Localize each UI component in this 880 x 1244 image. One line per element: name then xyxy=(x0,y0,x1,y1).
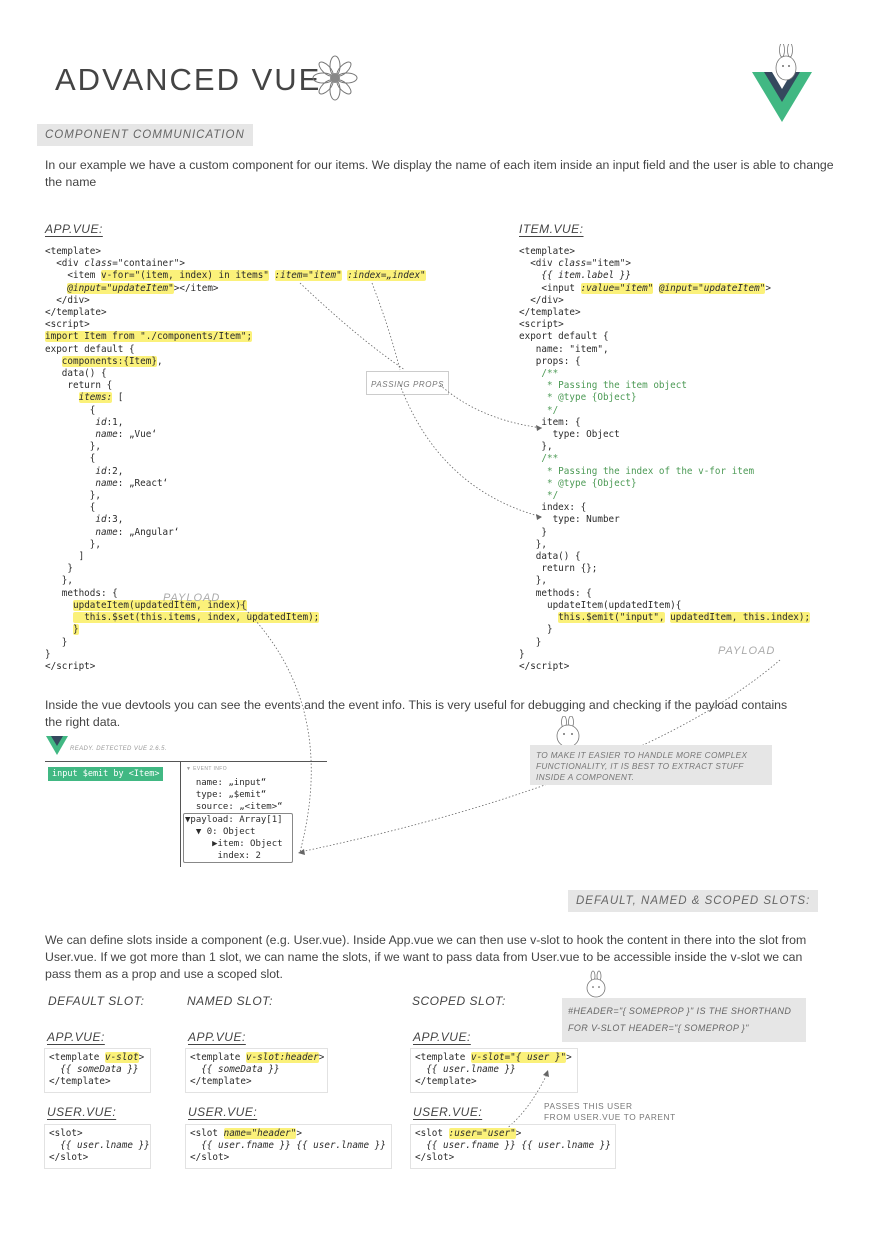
event-info-details: name: „input“ type: „$emit“ source: „<it… xyxy=(185,778,283,862)
item-vue-label: ITEM.VUE: xyxy=(519,222,584,236)
shorthand-note: #HEADER="{ SOMEPROP }" IS THE SHORTHAND … xyxy=(562,998,806,1042)
default-slot-user-code: <slot> {{ user.lname }} </slot> xyxy=(44,1124,151,1169)
scoped-slot-user-code: <slot :user="user"> {{ user.fname }} {{ … xyxy=(410,1124,616,1169)
event-badge[interactable]: input $emit by <Item> xyxy=(48,767,164,781)
note-box: TO MAKE IT EASIER TO HANDLE MORE COMPLEX… xyxy=(530,745,772,785)
scoped-slot-app-code: <template v-slot="{ user }"> {{ user.lna… xyxy=(410,1048,578,1093)
scoped-slot-heading: SCOPED SLOT: xyxy=(412,994,506,1008)
scoped-slot-user-label: USER.VUE: xyxy=(413,1105,483,1119)
slots-paragraph: We can define slots inside a component (… xyxy=(45,933,807,981)
flower-icon xyxy=(312,55,358,101)
named-slot-app-label: APP.VUE: xyxy=(188,1030,246,1044)
event-info-highlight-box xyxy=(183,813,293,863)
default-slot-app-code: <template v-slot> {{ someData }} </templ… xyxy=(44,1048,151,1093)
devtools-vertical-divider xyxy=(180,762,181,867)
default-slot-app-label: APP.VUE: xyxy=(47,1030,105,1044)
vue-devtools-logo-icon xyxy=(46,736,68,755)
bunny-icon xyxy=(556,716,580,748)
app-vue-code: <template> <div class="container"> <item… xyxy=(45,246,426,672)
bunny-small-icon xyxy=(586,970,606,998)
event-info-title: ▼ EVENT INFO xyxy=(186,766,228,772)
default-slot-user-label: USER.VUE: xyxy=(47,1105,117,1119)
app-vue-label: APP.VUE: xyxy=(45,222,103,236)
section-banner-component-communication: COMPONENT COMMUNICATION xyxy=(37,124,253,146)
intro-paragraph: In our example we have a custom componen… xyxy=(45,158,834,189)
item-vue-code: <template> <div class="item"> {{ item.la… xyxy=(519,246,811,672)
passes-user-note: PASSES THIS USER FROM USER.VUE TO PARENT xyxy=(544,1101,676,1122)
payload-label-right: PAYLOAD xyxy=(718,645,776,657)
passing-props-label: PASSING PROPS xyxy=(366,371,450,395)
devtools-divider xyxy=(45,761,327,762)
named-slot-heading: NAMED SLOT: xyxy=(187,994,273,1008)
page-title: ADVANCED VUE xyxy=(55,62,322,97)
devtools-paragraph: Inside the vue devtools you can see the … xyxy=(45,698,788,729)
section-banner-slots: DEFAULT, NAMED & SCOPED SLOTS: xyxy=(568,890,819,912)
named-slot-user-code: <slot name="header"> {{ user.fname }} {{… xyxy=(185,1124,392,1169)
default-slot-heading: DEFAULT SLOT: xyxy=(48,994,145,1008)
devtools-status: READY. DETECTED VUE 2.6.5. xyxy=(70,746,167,752)
named-slot-app-code: <template v-slot:header> {{ someData }} … xyxy=(185,1048,328,1093)
scoped-slot-app-label: APP.VUE: xyxy=(413,1030,471,1044)
payload-label-left: PAYLOAD xyxy=(163,592,221,604)
named-slot-user-label: USER.VUE: xyxy=(188,1105,258,1119)
vue-logo-icon xyxy=(752,44,812,122)
